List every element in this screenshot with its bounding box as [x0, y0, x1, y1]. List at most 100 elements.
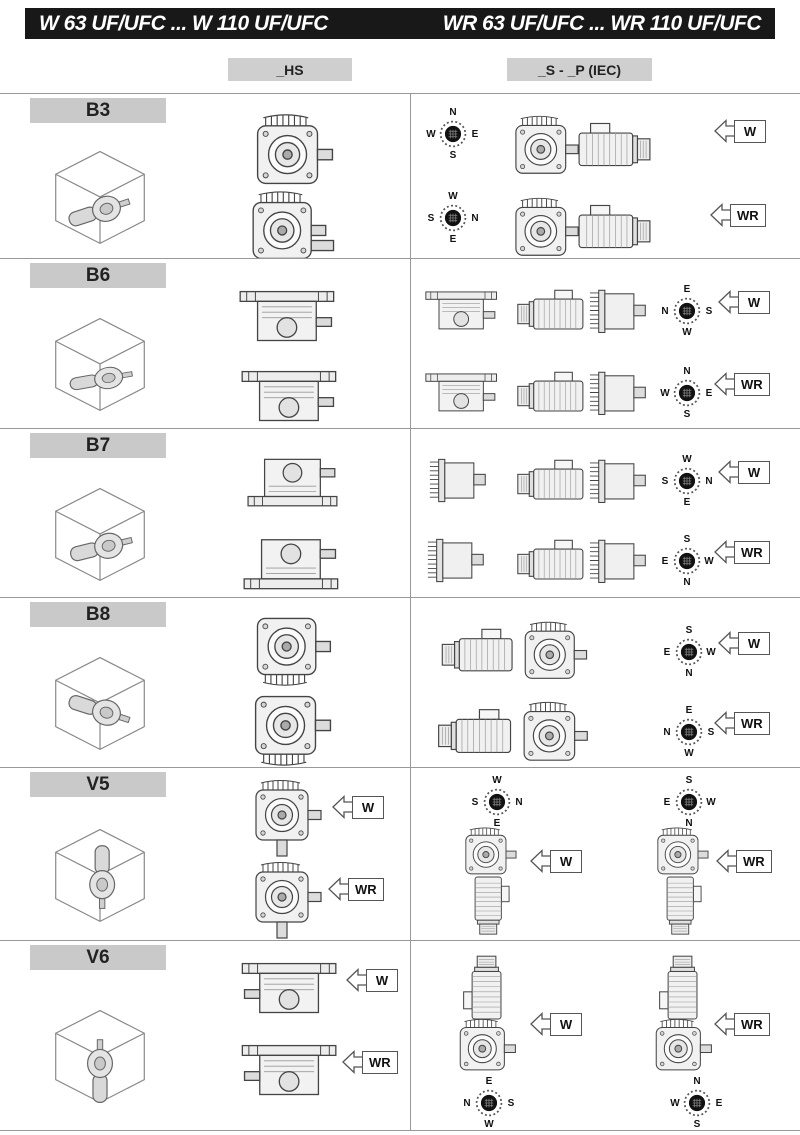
mounting-orientation-cube-icon	[55, 150, 145, 244]
gearbox-drawing-w-hs	[239, 290, 335, 342]
row-label: B8	[30, 602, 166, 627]
variant-label-wr: WR	[730, 203, 766, 227]
compass-label-left: E	[663, 646, 671, 658]
direction-arrow-wr: WR	[712, 539, 770, 565]
compass-label-right: S	[705, 305, 713, 317]
mounting-orientation-cube-icon	[55, 828, 145, 922]
mounting-row-b3: B3 N W E S W W S N E WR	[0, 93, 800, 258]
orientation-compass-w: S E W N	[660, 624, 718, 680]
shaft-end-icon	[683, 1089, 711, 1117]
compass-label-right: E	[705, 387, 713, 399]
mounting-row-b7: B7 W S N E W S E W N WR	[0, 428, 800, 597]
shaft-end-icon	[483, 788, 511, 816]
orientation-compass-w: W S N E	[658, 453, 716, 509]
direction-arrow-w: W	[716, 459, 770, 485]
compass-label-top: W	[448, 191, 458, 202]
compass-label-left: S	[471, 796, 479, 808]
direction-arrow-wr: WR	[708, 202, 766, 228]
gearbox-drawing-w-hs	[238, 957, 338, 1018]
shaft-end-icon	[675, 638, 703, 666]
compass-label-right: W	[704, 555, 714, 567]
orientation-compass-wr: E N S W	[660, 704, 718, 760]
row-label: B7	[30, 433, 166, 458]
variant-label-w: W	[366, 968, 398, 992]
orientation-compass-wr: W S N E	[424, 190, 482, 246]
column-divider	[410, 768, 411, 940]
title-w-range: W 63 UF/UFC ... W 110 UF/UFC	[39, 11, 328, 35]
orientation-compass-w: E N S W	[658, 283, 716, 339]
compass-label-right: W	[706, 646, 716, 658]
shaft-end-icon	[673, 297, 701, 325]
mounting-row-v6: V6 W WR W E N S W WR	[0, 940, 800, 1131]
compass-label-left: W	[426, 128, 436, 140]
variant-label-wr: WR	[362, 1050, 398, 1074]
compass-label-top: S	[683, 534, 691, 545]
shaft-end-icon	[675, 718, 703, 746]
compass-label-right: E	[471, 128, 479, 140]
direction-arrow-w-iec: W	[528, 1011, 582, 1037]
page-title-bar: W 63 UF/UFC ... W 110 UF/UFC WR 63 UF/UF…	[25, 8, 775, 39]
gearbox-side-drawing-w-iec	[429, 458, 486, 503]
variant-label-wr: WR	[734, 540, 770, 564]
gearbox-drawing-wr-hs	[242, 189, 338, 263]
shaft-end-icon	[673, 379, 701, 407]
column-divider	[410, 941, 411, 1130]
compass-label-bottom: W	[484, 1119, 494, 1130]
variant-label-w: W	[550, 849, 582, 873]
row-label: V6	[30, 945, 166, 970]
compass-label-top: N	[683, 366, 691, 377]
compass-label-bottom: W	[682, 327, 692, 338]
variant-label-wr: WR	[736, 849, 772, 873]
direction-arrow-wr-iec: WR	[714, 848, 772, 874]
compass-label-left: W	[660, 387, 670, 399]
mounting-orientation-cube-icon	[55, 487, 145, 581]
orientation-compass-wr: S E W N	[660, 774, 718, 830]
orientation-compass-w: E N S W	[460, 1075, 518, 1131]
compass-label-top: S	[685, 775, 693, 786]
compass-label-top: N	[449, 107, 457, 118]
mounting-row-b6: B6 E N S W W N W E S WR	[0, 258, 800, 428]
compass-label-top: E	[685, 705, 693, 716]
compass-label-top: N	[693, 1076, 701, 1087]
compass-label-top: W	[682, 454, 692, 465]
compass-label-bottom: N	[685, 668, 693, 679]
gearmotor-drawing-w-iec	[516, 285, 648, 336]
direction-arrow-wr-hs: WR	[340, 1049, 398, 1075]
title-wr-range: WR 63 UF/UFC ... WR 110 UF/UFC	[442, 11, 762, 35]
column-divider	[410, 259, 411, 428]
gearbox-drawing-wr-hs	[238, 1039, 338, 1100]
gearbox-drawing-w-hs	[247, 458, 338, 507]
compass-label-right: S	[707, 726, 715, 738]
orientation-compass-w: N W E S	[424, 106, 482, 162]
compass-label-right: N	[515, 796, 523, 808]
compass-label-top: E	[485, 1076, 493, 1087]
column-divider	[410, 94, 411, 258]
compass-label-right: W	[706, 796, 716, 808]
column-divider	[410, 429, 411, 597]
compass-label-right: E	[715, 1097, 723, 1109]
direction-arrow-wr-iec: WR	[712, 1011, 770, 1037]
compass-label-bottom: E	[683, 497, 691, 508]
variant-label-w: W	[734, 119, 766, 143]
compass-label-bottom: E	[449, 234, 457, 245]
gearmotor-drawing-w-iec	[450, 946, 518, 1075]
compass-label-top: W	[492, 775, 502, 786]
column-header-iec: _S - _P (IEC)	[507, 58, 652, 81]
gearbox-drawing-w-hs	[246, 614, 334, 688]
compass-label-bottom: N	[685, 818, 693, 829]
compass-label-left: E	[663, 796, 671, 808]
gearmotor-drawing-wr-iec	[434, 698, 589, 766]
compass-label-top: E	[683, 284, 691, 295]
orientation-compass-wr: N W E S	[658, 365, 716, 421]
mounting-orientation-cube-icon	[55, 656, 145, 750]
compass-label-bottom: N	[683, 577, 691, 588]
gearmotor-drawing-w-iec	[438, 618, 588, 684]
mounting-orientation-cube-icon	[55, 317, 145, 411]
gearmotor-drawing-w-iec	[506, 112, 656, 179]
direction-arrow-wr-hs: WR	[326, 876, 384, 902]
shaft-end-icon	[675, 788, 703, 816]
variant-label-wr: WR	[734, 711, 770, 735]
gearbox-flange-drawing-w-iec	[425, 291, 497, 330]
compass-label-bottom: S	[693, 1119, 701, 1130]
